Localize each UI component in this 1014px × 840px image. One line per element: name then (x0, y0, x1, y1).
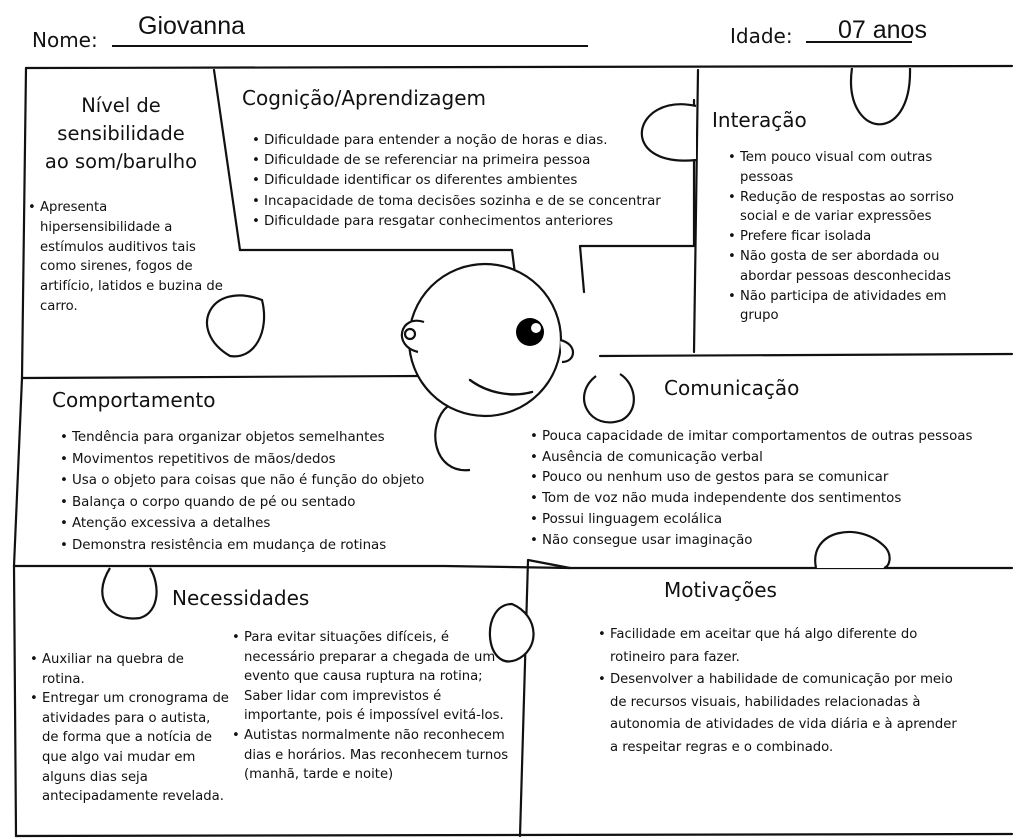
comunicacao-title: Comunicação (664, 376, 800, 400)
list-item: Não gosta de ser abordada ou abordar pes… (728, 247, 984, 287)
list-item: Incapacidade de toma decisões sozinha e … (252, 192, 692, 212)
sensibilidade-title: Nível de sensibilidade ao som/barulho (24, 92, 218, 176)
list-item: Dificuldade para resgatar conhecimentos … (252, 212, 692, 232)
comportamento-title: Comportamento (52, 388, 216, 412)
list-item: Desenvolver a habilidade de comunicação … (598, 669, 968, 759)
cognicao-list: Dificuldade para entender a noção de hor… (252, 131, 692, 232)
list-item: Não participa de atividades em grupo (728, 287, 984, 327)
list-item: Redução de respostas ao sorriso social e… (728, 188, 984, 228)
name-label: Nome: (32, 28, 98, 52)
list-item: Entregar um cronograma de atividades par… (30, 689, 230, 807)
list-item: Não consegue usar imaginação (530, 531, 1012, 552)
list-item: Tendência para organizar objetos semelha… (60, 427, 460, 449)
sensibilidade-list: Apresenta hipersensibilidade a estímulos… (28, 198, 224, 317)
list-item: Atenção excessiva a detalhes (60, 513, 460, 535)
sensibilidade-title-line: Nível de (81, 94, 161, 117)
list-item: Auxiliar na quebra de rotina. (30, 650, 230, 689)
list-item: Movimentos repetitivos de mãos/dedos (60, 449, 460, 471)
list-item: Possui linguagem ecolálica (530, 510, 1012, 531)
list-item: Dificuldade identificar os diferentes am… (252, 171, 692, 191)
list-item: Demonstra resistência em mudança de roti… (60, 535, 460, 557)
list-item: Balança o corpo quando de pé ou sentado (60, 492, 460, 514)
necessidades-title: Necessidades (172, 586, 310, 610)
sensibilidade-title-line: sensibilidade (57, 122, 185, 145)
motivacoes-list: Facilidade em aceitar que há algo difere… (598, 624, 968, 760)
list-item: Dificuldade de se referenciar na primeir… (252, 151, 692, 171)
interacao-title: Interação (712, 108, 807, 132)
list-item: Facilidade em aceitar que há algo difere… (598, 624, 968, 669)
list-item: Pouco ou nenhum uso de gestos para se co… (530, 468, 1012, 489)
sensibilidade-title-line: ao som/barulho (44, 150, 198, 173)
list-item: Usa o objeto para coisas que não é funçã… (60, 470, 460, 492)
comportamento-list: Tendência para organizar objetos semelha… (60, 427, 460, 557)
list-item: Apresenta hipersensibilidade a estímulos… (28, 198, 224, 317)
age-label: Idade: (730, 24, 793, 48)
cognicao-title: Cognição/Aprendizagem (242, 86, 486, 110)
list-item: Autistas normalmente não reconhecem dias… (232, 726, 520, 785)
list-item: Pouca capacidade de imitar comportamento… (530, 427, 1012, 448)
list-item: Para evitar situações difíceis, é necess… (232, 628, 520, 726)
interacao-list: Tem pouco visual com outras pessoas Redu… (728, 148, 984, 326)
name-value: Giovanna (138, 12, 246, 40)
comunicacao-list: Pouca capacidade de imitar comportamento… (530, 427, 1012, 551)
motivacoes-title: Motivações (664, 578, 777, 602)
age-value: 07 anos (838, 16, 927, 44)
list-item: Prefere ficar isolada (728, 227, 984, 247)
necessidades-list-left: Auxiliar na quebra de rotina. Entregar u… (30, 650, 230, 807)
list-item: Tom de voz não muda independente dos sen… (530, 489, 1012, 510)
necessidades-list-right: Para evitar situações difíceis, é necess… (232, 628, 520, 785)
list-item: Dificuldade para entender a noção de hor… (252, 131, 692, 151)
list-item: Ausência de comunicação verbal (530, 448, 1012, 469)
list-item: Tem pouco visual com outras pessoas (728, 148, 984, 188)
